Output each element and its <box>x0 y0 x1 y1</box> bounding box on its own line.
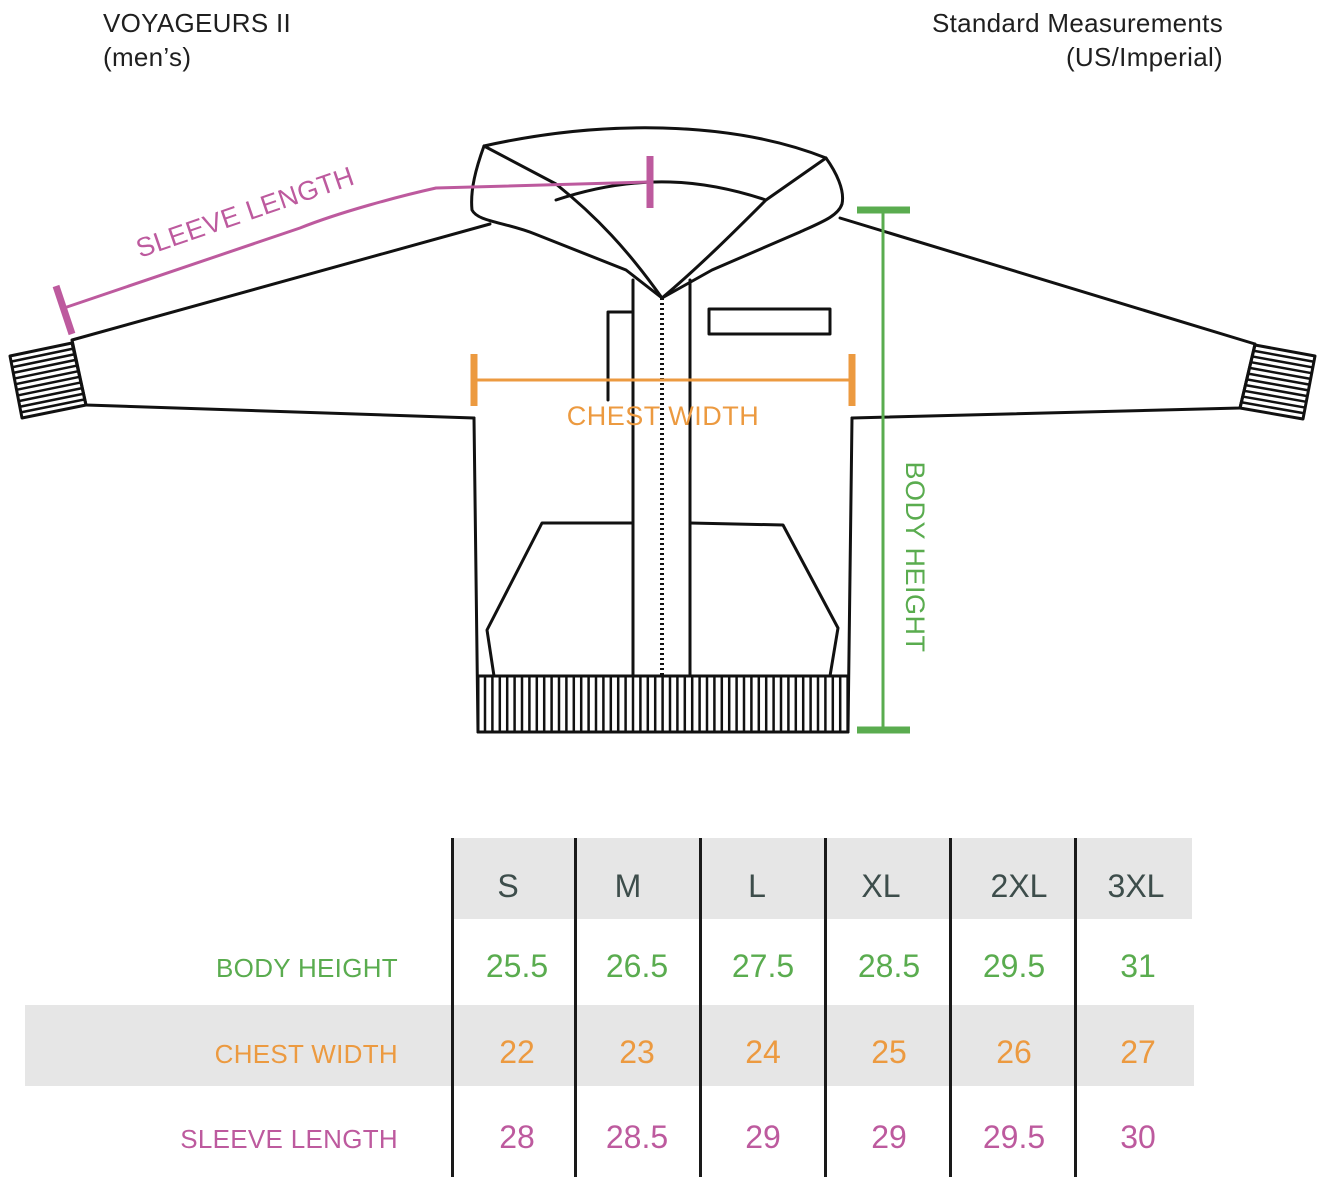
row-label-body-height: BODY HEIGHT <box>216 953 398 983</box>
product-gender: (men’s) <box>103 42 192 72</box>
rib-line <box>1243 389 1307 404</box>
table-cell: 25.5 <box>485 948 549 984</box>
rib-line <box>15 369 79 386</box>
rib-line <box>13 358 77 375</box>
rib-line <box>1242 395 1306 409</box>
chest-pocket <box>707 307 832 336</box>
table-cell: 26.5 <box>605 948 669 984</box>
left-chest-seam <box>606 310 635 402</box>
column-divider <box>451 838 454 1177</box>
table-cell: 27 <box>1120 1034 1156 1070</box>
hood-inner-right <box>554 156 828 300</box>
table-cell: 28.5 <box>605 1119 669 1155</box>
chest-width-label: CHEST WIDTH <box>567 401 760 431</box>
measurement-units: (US/Imperial) <box>1065 42 1223 72</box>
jacket-diagram: SLEEVE LENGTH CHEST WIDTH BODY HEIGHT <box>8 126 1317 734</box>
table-cell: 23 <box>619 1034 655 1070</box>
rib-line <box>20 398 85 414</box>
rib-line <box>1247 372 1310 386</box>
size-header-cell: 2XL <box>990 868 1048 904</box>
chest-width-indicator <box>470 354 856 406</box>
table-cell: 28 <box>499 1119 535 1155</box>
waistband-ribbing <box>483 677 849 731</box>
rib-line <box>1250 360 1312 375</box>
right-cuff-ribbing <box>1241 349 1315 415</box>
left-hand-pocket <box>485 521 635 678</box>
size-header-cell: S <box>497 868 519 904</box>
rib-line <box>1241 401 1305 415</box>
column-divider <box>574 838 577 1177</box>
measurement-system: Standard Measurements <box>931 8 1223 38</box>
table-cell: 24 <box>745 1034 781 1070</box>
left-cuff-ribbing <box>10 347 85 414</box>
rib-line <box>17 381 82 397</box>
table-cell: 29 <box>871 1119 907 1155</box>
body-height-label: BODY HEIGHT <box>900 461 930 652</box>
product-name: VOYAGEURS II <box>103 8 292 38</box>
table-cell: 29.5 <box>982 948 1046 984</box>
hood-inner-left <box>482 144 664 300</box>
left-sleeve <box>70 222 492 420</box>
table-cell: 29.5 <box>982 1119 1046 1155</box>
sleeve-length-label: SLEEVE LENGTH <box>132 161 358 264</box>
table-cell: 25 <box>871 1034 907 1070</box>
table-cell: 30 <box>1120 1119 1156 1155</box>
body-height-indicator <box>857 206 910 734</box>
rib-line <box>1253 349 1315 363</box>
rib-line <box>1252 355 1314 369</box>
hood-outline <box>470 126 845 300</box>
sleeve-length-indicator <box>52 156 654 336</box>
rib-line <box>18 386 83 403</box>
rib-line <box>10 347 74 363</box>
rib-line <box>1249 366 1311 381</box>
right-hand-pocket <box>688 521 840 678</box>
table-cell: 31 <box>1120 948 1156 984</box>
table-cell: 29 <box>745 1119 781 1155</box>
column-divider <box>824 838 827 1177</box>
size-header-cell: XL <box>861 868 901 904</box>
column-divider <box>949 838 952 1177</box>
zipper-placket <box>631 278 692 678</box>
chest-row-band <box>25 1005 1194 1086</box>
right-sleeve <box>838 216 1257 420</box>
rib-line <box>14 364 78 380</box>
size-header-cell: L <box>748 868 766 904</box>
right-cuff <box>1238 343 1317 421</box>
rib-line <box>19 392 84 408</box>
rib-line <box>11 353 75 369</box>
table-cell: 28.5 <box>857 948 921 984</box>
column-divider <box>699 838 702 1177</box>
table-cell: 22 <box>499 1034 535 1070</box>
table-cell: 27.5 <box>731 948 795 984</box>
rib-line <box>16 375 80 392</box>
row-label-sleeve-length: SLEEVE LENGTH <box>180 1124 398 1154</box>
column-divider <box>1074 838 1077 1177</box>
left-cuff <box>8 341 88 420</box>
rib-line <box>1246 378 1309 392</box>
product-title-block: VOYAGEURS II (men’s) <box>103 6 291 74</box>
rib-line <box>1245 383 1308 398</box>
table-cell: 26 <box>996 1034 1032 1070</box>
size-header-cell: 3XL <box>1107 868 1165 904</box>
measurement-system-block: Standard Measurements (US/Imperial) <box>932 6 1223 74</box>
row-label-chest-width: CHEST WIDTH <box>214 1039 398 1069</box>
size-header-cell: M <box>614 868 642 904</box>
